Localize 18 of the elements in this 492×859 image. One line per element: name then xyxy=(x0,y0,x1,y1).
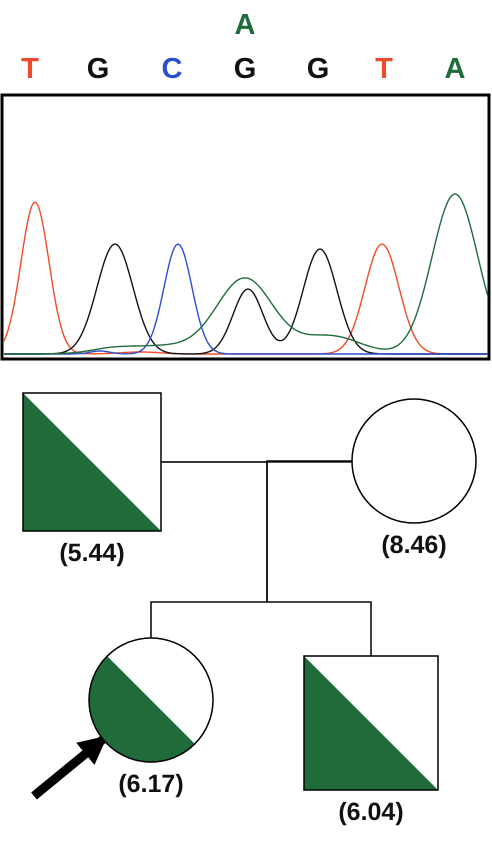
value-label: (6.17) xyxy=(118,770,184,798)
base-letter: T xyxy=(375,54,393,84)
base-letter: C xyxy=(162,54,182,84)
pointer-arrow xyxy=(31,736,108,800)
base-letter: G xyxy=(234,54,256,84)
base-letter: G xyxy=(86,54,110,84)
base-letter: A xyxy=(234,10,256,40)
half-filled-square xyxy=(302,654,440,792)
value-label: (8.46) xyxy=(381,531,447,559)
pedigree-line xyxy=(266,460,372,656)
value-label: (6.04) xyxy=(338,798,404,826)
half-filled-circle xyxy=(87,636,215,764)
base-letter: G xyxy=(306,54,330,84)
base-letter: A xyxy=(444,54,466,84)
empty-circle xyxy=(350,397,478,525)
value-label: (5.44) xyxy=(59,539,125,567)
base-letter: T xyxy=(21,54,39,84)
half-filled-square xyxy=(21,391,163,533)
